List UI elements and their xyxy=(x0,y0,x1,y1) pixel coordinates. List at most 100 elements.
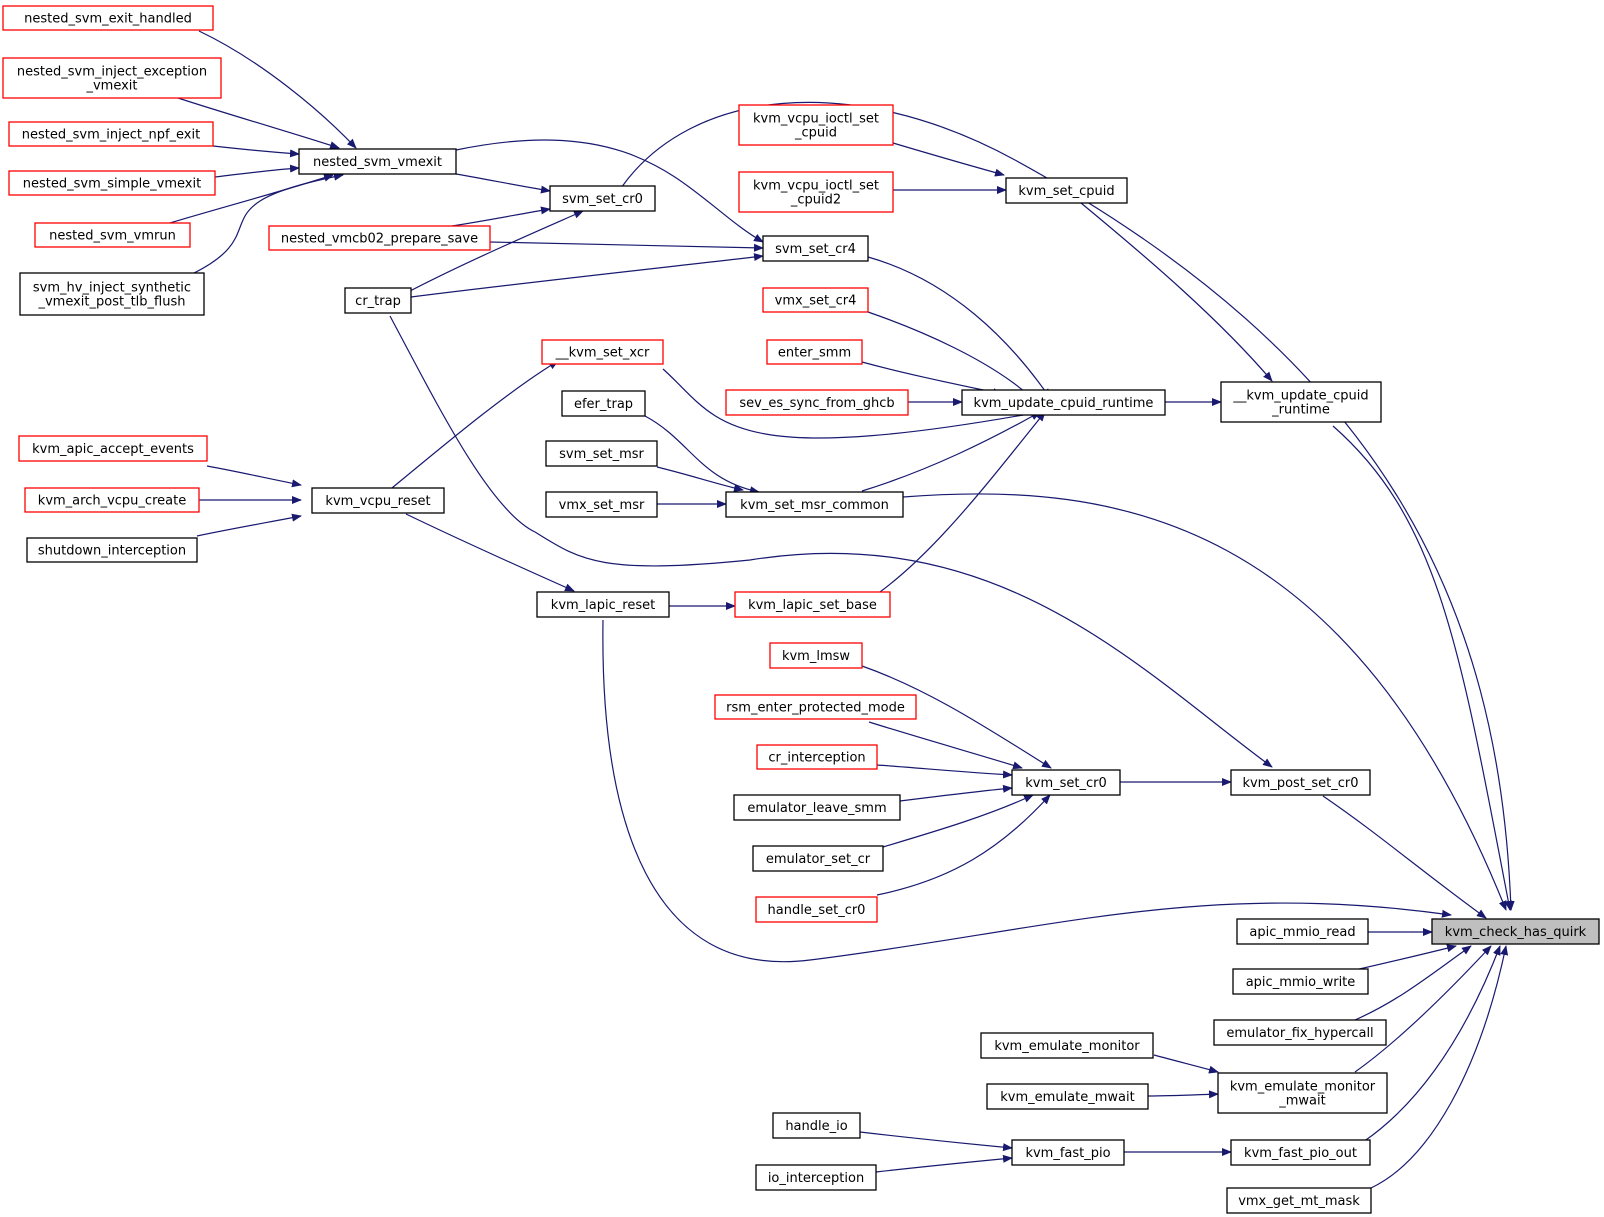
node-box xyxy=(766,339,863,365)
node-label: nested_vmcb02_prepare_save xyxy=(281,232,478,247)
node-label: efer_trap xyxy=(574,397,633,412)
node-label: kvm_vcpu_ioctl_set xyxy=(753,179,879,194)
graph-node-vmx-set-cr4[interactable]: vmx_set_cr4 xyxy=(762,287,869,313)
graph-node-emulator-leave-smm[interactable]: emulator_leave_smm xyxy=(733,794,901,821)
graph-node-svm-set-msr[interactable]: svm_set_msr xyxy=(545,440,658,467)
node-box xyxy=(1230,769,1371,796)
graph-node-kvm-apic-accept-events[interactable]: kvm_apic_accept_events xyxy=(18,435,208,462)
graph-node-nested-svm-vmexit[interactable]: nested_svm_vmexit xyxy=(298,148,457,175)
node-box xyxy=(980,1032,1154,1059)
graph-node-emulator-set-cr[interactable]: emulator_set_cr xyxy=(752,845,884,872)
node-label: kvm_set_msr_common xyxy=(740,498,889,513)
edge xyxy=(656,466,744,492)
node-label: _cpuid xyxy=(794,126,837,141)
graph-node-apic-mmio-read[interactable]: apic_mmio_read xyxy=(1236,918,1369,945)
node-label: emulator_fix_hypercall xyxy=(1226,1026,1373,1041)
edge xyxy=(455,173,551,194)
graph-node-svm-set-cr0[interactable]: svm_set_cr0 xyxy=(549,185,656,212)
node-label: apic_mmio_write xyxy=(1246,975,1356,990)
node-label: kvm_set_cr0 xyxy=(1025,776,1107,791)
node-label: kvm_emulate_mwait xyxy=(1000,1090,1134,1105)
graph-node-cr-interception[interactable]: cr_interception xyxy=(756,744,878,770)
graph-node-nested-svm-simple-vmexit[interactable]: nested_svm_simple_vmexit xyxy=(8,170,216,196)
node-label: cr_interception xyxy=(768,751,865,766)
graph-node-vmx-get-mt-mask[interactable]: vmx_get_mt_mask xyxy=(1226,1187,1372,1214)
node-label: rsm_enter_protected_mode xyxy=(726,701,905,716)
graph-node-io-interception[interactable]: io_interception xyxy=(755,1164,877,1191)
graph-node-nested-svm-vmrun[interactable]: nested_svm_vmrun xyxy=(34,222,191,248)
graph-node-svm-hv-inject-synthetic-vmexit-post-tlb-flush[interactable]: svm_hv_inject_synthetic_vmexit_post_tlb_… xyxy=(19,272,205,316)
graph-node-enter-smm[interactable]: enter_smm xyxy=(766,339,863,365)
graph-node-handle-set-cr0[interactable]: handle_set_cr0 xyxy=(755,896,878,923)
graph-node-handle-io[interactable]: handle_io xyxy=(772,1112,861,1139)
node-box xyxy=(755,896,878,923)
graph-node-kvm-update-cpuid-runtime[interactable]: kvm_update_cpuid_runtime xyxy=(961,389,1166,416)
edge xyxy=(1362,945,1501,1143)
graph-node-kvm-fast-pio[interactable]: kvm_fast_pio xyxy=(1011,1139,1125,1166)
node-label: kvm_post_set_cr0 xyxy=(1242,776,1358,791)
node-label: nested_svm_vmrun xyxy=(49,229,176,244)
node-box xyxy=(725,389,909,416)
node-label: _vmexit_post_tlb_flush xyxy=(37,295,185,310)
edge xyxy=(489,241,764,252)
nodes: nested_svm_exit_handled nested_svm_injec… xyxy=(2,5,1600,1214)
node-box xyxy=(1232,968,1369,995)
graph-node-kvm-post-set-cr0[interactable]: kvm_post_set_cr0 xyxy=(1230,769,1371,796)
graph-node-kvm-emulate-mwait[interactable]: kvm_emulate_mwait xyxy=(986,1083,1149,1110)
graph-node-kvm-fast-pio-out[interactable]: kvm_fast_pio_out xyxy=(1230,1139,1371,1166)
graph-node-kvm-set-msr-common[interactable]: kvm_set_msr_common xyxy=(725,491,904,518)
graph-node-shutdown-interception[interactable]: shutdown_interception xyxy=(26,537,198,563)
graph-node-apic-mmio-write[interactable]: apic_mmio_write xyxy=(1232,968,1369,995)
node-label: nested_svm_vmexit xyxy=(313,155,442,170)
graph-node-kvm-set-cr0[interactable]: kvm_set_cr0 xyxy=(1011,769,1121,796)
graph-node-nested-vmcb02-prepare-save[interactable]: nested_vmcb02_prepare_save xyxy=(268,225,491,251)
graph-node-emulator-fix-hypercall[interactable]: emulator_fix_hypercall xyxy=(1213,1019,1387,1046)
graph-node-rsm-enter-protected-mode[interactable]: rsm_enter_protected_mode xyxy=(714,694,917,720)
graph-node-kvm-lmsw[interactable]: kvm_lmsw xyxy=(769,642,863,669)
graph-node-kvm-vcpu-ioctl-set-cpuid2[interactable]: kvm_vcpu_ioctl_set_cpuid2 xyxy=(738,171,894,213)
edge xyxy=(212,145,300,158)
node-label: kvm_lapic_set_base xyxy=(748,598,877,613)
graph-node-vmx-set-msr[interactable]: vmx_set_msr xyxy=(545,491,658,518)
node-label: _mwait xyxy=(1278,1094,1325,1109)
graph-node-kvm-set-cpuid[interactable]: kvm_set_cpuid xyxy=(1005,177,1128,204)
edge xyxy=(405,513,575,592)
graph-node-kvm-lapic-set-base[interactable]: kvm_lapic_set_base xyxy=(734,591,891,618)
edge xyxy=(1080,202,1273,382)
node-box xyxy=(545,440,658,467)
edges xyxy=(169,30,1515,1189)
node-label: nested_svm_simple_vmexit xyxy=(23,177,201,192)
graph-node-svm-set-cr4[interactable]: svm_set_cr4 xyxy=(762,235,869,262)
node-box xyxy=(762,235,869,262)
graph-node-kvm-emulate-monitor[interactable]: kvm_emulate_monitor xyxy=(980,1032,1154,1059)
node-label: _runtime xyxy=(1271,403,1330,418)
node-label: emulator_leave_smm xyxy=(747,801,886,816)
edge xyxy=(177,97,340,150)
node-box xyxy=(762,287,869,313)
edge xyxy=(882,794,1034,848)
node-label: handle_set_cr0 xyxy=(768,903,866,918)
graph-node-kvm-update-cpuid-runtime[interactable]: __kvm_update_cpuid_runtime xyxy=(1220,381,1382,423)
graph-node-sev-es-sync-from-ghcb[interactable]: sev_es_sync_from_ghcb xyxy=(725,389,909,416)
graph-node-kvm-check-has-quirk[interactable]: kvm_check_has_quirk xyxy=(1431,918,1600,945)
graph-node-nested-svm-inject-exception-vmexit[interactable]: nested_svm_inject_exception_vmexit xyxy=(2,57,222,99)
graph-node-kvm-emulate-monitor-mwait[interactable]: kvm_emulate_monitor_mwait xyxy=(1217,1072,1388,1114)
node-box xyxy=(541,339,664,365)
graph-node-nested-svm-inject-npf-exit[interactable]: nested_svm_inject_npf_exit xyxy=(8,121,214,147)
graph-node-cr-trap[interactable]: cr_trap xyxy=(344,287,412,314)
graph-node-efer-trap[interactable]: efer_trap xyxy=(561,390,646,417)
graph-node-nested-svm-exit-handled[interactable]: nested_svm_exit_handled xyxy=(2,5,214,31)
edge xyxy=(868,721,1023,770)
graph-node-kvm-set-xcr[interactable]: __kvm_set_xcr xyxy=(541,339,664,365)
node-label: kvm_arch_vcpu_create xyxy=(38,494,186,509)
node-box xyxy=(298,148,457,175)
node-label: emulator_set_cr xyxy=(766,852,871,867)
node-label: kvm_fast_pio_out xyxy=(1244,1146,1357,1161)
node-box xyxy=(1431,918,1600,945)
graph-node-kvm-lapic-reset[interactable]: kvm_lapic_reset xyxy=(536,591,670,618)
graph-node-kvm-arch-vcpu-create[interactable]: kvm_arch_vcpu_create xyxy=(24,487,200,513)
graph-node-kvm-vcpu-reset[interactable]: kvm_vcpu_reset xyxy=(311,487,445,514)
edge xyxy=(214,164,300,178)
graph-node-kvm-vcpu-ioctl-set-cpuid[interactable]: kvm_vcpu_ioctl_set_cpuid xyxy=(738,104,894,146)
